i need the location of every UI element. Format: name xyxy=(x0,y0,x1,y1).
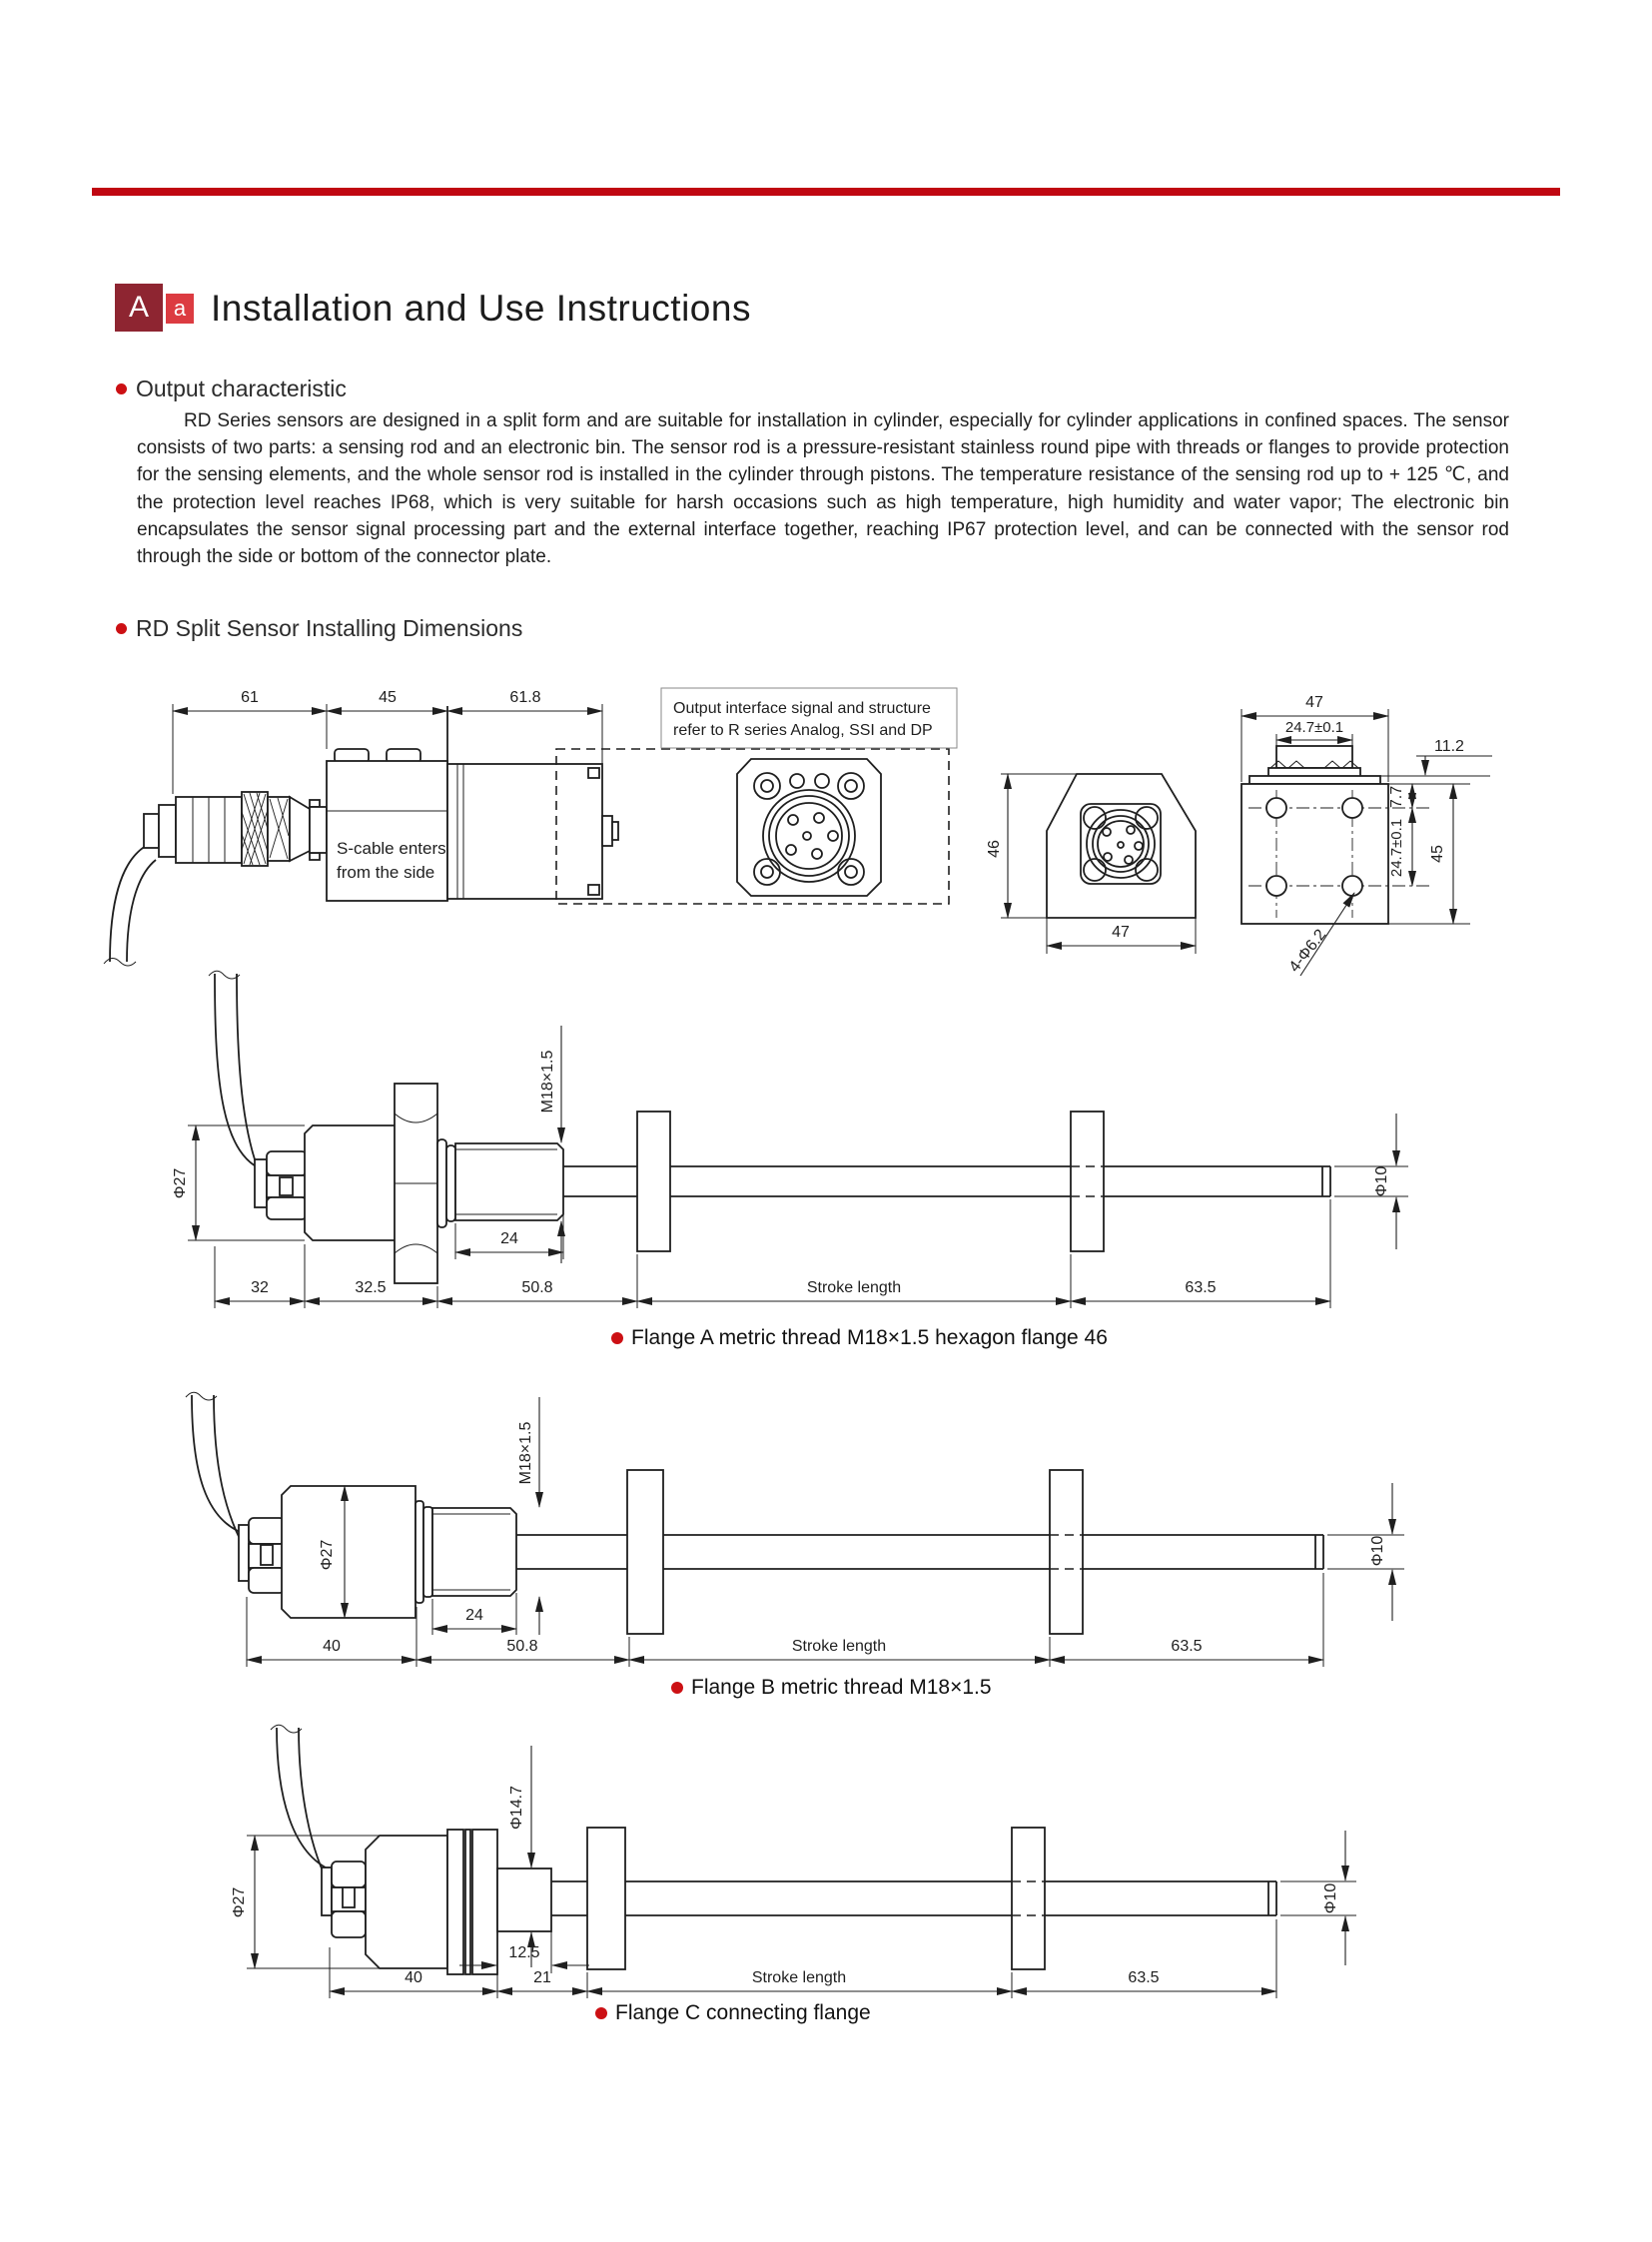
dim-24: 24 xyxy=(500,1230,518,1247)
electronics-bin: S-cable enters from the side xyxy=(326,748,448,902)
dim-stroke-length: Stroke length xyxy=(792,1638,886,1655)
cable xyxy=(270,1724,333,1890)
cable xyxy=(208,970,268,1190)
dim-24-7-right: 24.7±0.1 xyxy=(1388,819,1405,877)
interface-note: Output interface signal and structure re… xyxy=(660,687,958,749)
dim-phi10: Φ10 xyxy=(1373,1166,1390,1197)
interface-note-line1: Output interface signal and structure xyxy=(673,700,931,717)
dim-stroke-length: Stroke length xyxy=(807,1279,901,1296)
red-bullet-icon xyxy=(116,623,127,634)
sensor-head-side-view xyxy=(446,763,619,900)
dim-24-7-top: 24.7±0.1 xyxy=(1285,719,1343,736)
top-assembly-drawing: 61 45 61.8 xyxy=(103,687,1492,977)
red-bullet-icon xyxy=(671,1682,683,1694)
dim-m18: M18×1.5 xyxy=(517,1422,534,1485)
dim-63-5: 63.5 xyxy=(1128,1969,1159,1986)
cable-note-line1: S-cable enters xyxy=(337,839,446,858)
sensing-rod xyxy=(551,1827,1277,1970)
flange-b-caption: Flange B metric thread M18×1.5 xyxy=(671,1676,992,1700)
dim-50-8: 50.8 xyxy=(506,1638,537,1655)
page-title: Installation and Use Instructions xyxy=(211,288,751,329)
cable-gland xyxy=(254,1150,308,1220)
sensing-rod xyxy=(563,1111,1331,1252)
dim-stroke-length: Stroke length xyxy=(752,1969,846,1986)
sensing-rod xyxy=(516,1469,1324,1635)
cable-note-line2: from the side xyxy=(337,863,434,882)
dashed-detail-box xyxy=(555,748,950,905)
dim-63-5: 63.5 xyxy=(1171,1638,1202,1655)
dim-63-5: 63.5 xyxy=(1185,1279,1216,1296)
flange-a-dimensions: Φ27 M18×1.5 24 32 32.5 50.8 Stroke lengt… xyxy=(172,1026,1408,1308)
cable-gland xyxy=(321,1861,367,1938)
dim-21: 21 xyxy=(533,1969,551,1986)
dim-12-5: 12.5 xyxy=(508,1944,539,1961)
dim-32-5: 32.5 xyxy=(355,1279,386,1296)
installing-dimensions-heading: RD Split Sensor Installing Dimensions xyxy=(116,615,522,642)
dim-50-8: 50.8 xyxy=(521,1279,552,1296)
red-bullet-icon xyxy=(116,383,127,394)
dim-phi27: Φ27 xyxy=(319,1540,336,1571)
section-badge-large: A xyxy=(115,284,163,332)
sensor-body xyxy=(365,1829,552,1975)
dim-phi14-7: Φ14.7 xyxy=(508,1786,525,1830)
top-rule xyxy=(92,188,1560,196)
s-cable-connector xyxy=(103,791,328,967)
dim-47-front: 47 xyxy=(1112,924,1130,941)
dim-45: 45 xyxy=(379,689,397,706)
dim-phi10: Φ10 xyxy=(1369,1536,1386,1567)
dim-phi27: Φ27 xyxy=(231,1887,248,1918)
page-title-row: A a Installation and Use Instructions xyxy=(115,284,751,334)
dim-m18: M18×1.5 xyxy=(539,1051,556,1114)
flange-a-drawing: Φ27 M18×1.5 24 32 32.5 50.8 Stroke lengt… xyxy=(172,970,1408,1308)
dim-phi10: Φ10 xyxy=(1322,1883,1339,1914)
dim-24: 24 xyxy=(465,1607,483,1624)
sensor-body xyxy=(304,1083,564,1284)
flange-c-drawing: Φ27 Φ14.7 12.5 40 21 Stroke length 63.5 xyxy=(231,1724,1356,1998)
dim-phi27: Φ27 xyxy=(172,1168,189,1199)
dim-11-2: 11.2 xyxy=(1434,738,1464,755)
flange-c-dimensions: Φ27 Φ14.7 12.5 40 21 Stroke length 63.5 xyxy=(231,1746,1356,1998)
red-bullet-icon xyxy=(611,1332,623,1344)
cable-gland xyxy=(238,1517,286,1594)
flange-c-caption: Flange C connecting flange xyxy=(595,2001,871,2025)
flange-a-caption: Flange A metric thread M18×1.5 hexagon f… xyxy=(611,1326,1108,1350)
dim-47-top: 47 xyxy=(1305,694,1323,711)
dim-7-7: 7.7 xyxy=(1388,786,1405,808)
mounting-plate-top-view: 47 24.7±0.1 11.2 7.7 24.7±0.1 xyxy=(1240,694,1492,977)
dim-32: 32 xyxy=(251,1279,269,1296)
dim-40: 40 xyxy=(323,1638,341,1655)
dim-61-8: 61.8 xyxy=(509,689,540,706)
flange-b-dimensions: Φ27 M18×1.5 24 40 50.8 Stroke length 63.… xyxy=(246,1397,1404,1667)
connector-face-view xyxy=(736,758,882,897)
dim-40: 40 xyxy=(405,1969,422,1986)
flange-b-drawing: Φ27 M18×1.5 24 40 50.8 Stroke length 63.… xyxy=(185,1391,1404,1667)
sensor-body xyxy=(281,1485,517,1619)
dim-46: 46 xyxy=(986,840,1003,858)
interface-note-line2: refer to R series Analog, SSI and DP xyxy=(673,722,933,739)
dim-45-right: 45 xyxy=(1429,845,1446,863)
output-characteristic-paragraph: RD Series sensors are designed in a spli… xyxy=(137,410,1509,568)
head-front-view: 46 47 xyxy=(986,773,1197,954)
output-characteristic-heading: Output characteristic xyxy=(116,375,347,402)
section-badge-small: a xyxy=(166,294,194,324)
red-bullet-icon xyxy=(595,2007,607,2019)
dim-61: 61 xyxy=(241,689,259,706)
